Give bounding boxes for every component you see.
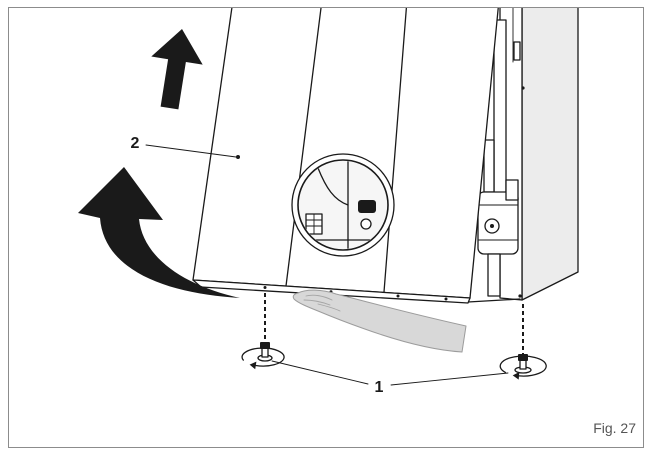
lip-hole [263, 286, 267, 289]
internal-components [477, 19, 519, 297]
appliance [78, 8, 579, 353]
cabinet-side-wall [521, 8, 579, 301]
callout-1-leader-right [390, 372, 509, 386]
hand [292, 289, 467, 353]
internal-fitting [483, 139, 495, 193]
pump-outlet-pipe [487, 253, 501, 297]
cabinet-corner-dot [518, 294, 522, 298]
callout-1: 1 [271, 360, 509, 396]
right-rotation-arc [499, 355, 547, 377]
lip-hole [396, 294, 400, 298]
pump-hub-center [490, 224, 494, 228]
window-valve-grid [305, 213, 323, 235]
internal-pipe [493, 19, 507, 196]
panel-contour-line [383, 8, 408, 293]
right-rotation-arrowhead-icon [512, 372, 520, 380]
right-screw [499, 354, 547, 380]
left-screw-head [260, 342, 270, 349]
figure-caption: Fig. 27 [593, 420, 636, 436]
left-rotation-arrowhead-icon [249, 361, 257, 370]
hand-shape [292, 289, 467, 353]
left-screw [241, 342, 285, 370]
frame-bracket [513, 41, 521, 61]
window-fitting [358, 200, 376, 213]
frame-screw-dot [521, 86, 525, 90]
window-pipe-bend [317, 167, 349, 206]
lift-up-arrow-icon [151, 29, 203, 110]
callout-2-label: 2 [131, 135, 140, 152]
callout-2: 2 [131, 135, 237, 158]
left-rotation-arc [241, 347, 285, 367]
window-inner-ring [297, 159, 389, 251]
lip-hole [444, 297, 448, 301]
callout-1-leader-left [271, 360, 369, 385]
callout-1-label: 1 [375, 379, 384, 396]
right-screw-thread [519, 359, 527, 370]
cabinet-base-edge [467, 298, 521, 303]
finger-lines [303, 294, 341, 312]
right-screw-head [518, 354, 528, 361]
left-screw-thread [261, 347, 269, 358]
callout-2-leader [145, 144, 237, 158]
inspection-window [291, 153, 395, 257]
panel-marker-dot [236, 155, 240, 159]
pump-connector [505, 179, 519, 201]
window-fitting-ring [360, 218, 372, 230]
panel-contour-line [285, 8, 322, 287]
tilt-curved-arrow-icon [78, 167, 240, 298]
